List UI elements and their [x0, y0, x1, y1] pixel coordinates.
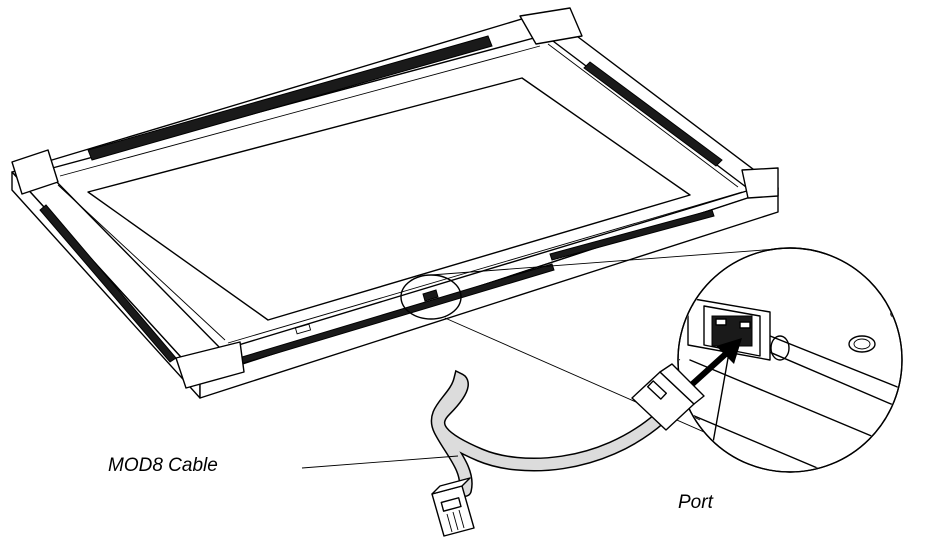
mod8-cable — [430, 363, 705, 537]
cable-label: MOD8 Cable — [108, 455, 218, 476]
display-frame — [11, 7, 779, 399]
port-label: Port — [678, 492, 713, 513]
cable-leader-line — [301, 455, 459, 469]
